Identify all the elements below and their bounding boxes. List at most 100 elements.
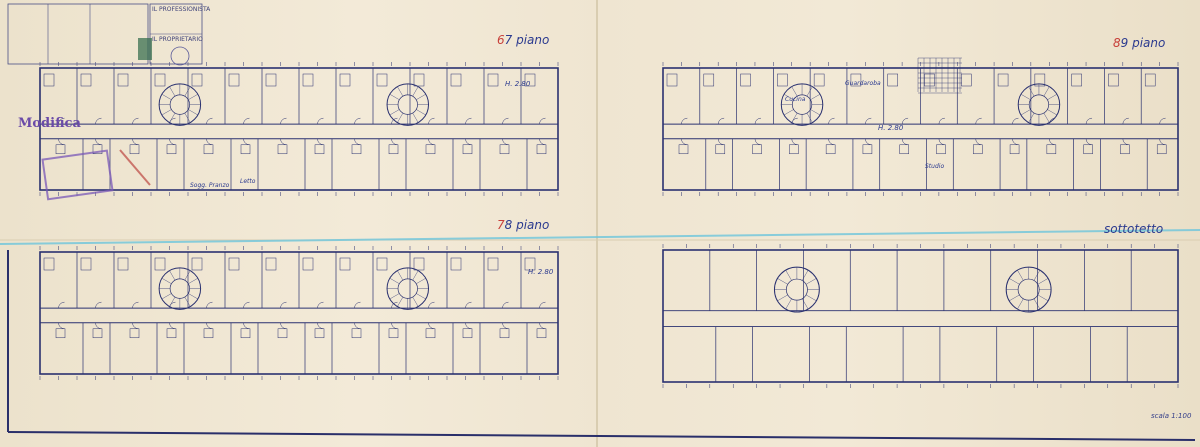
stair-tread [1033, 298, 1041, 310]
door-swing [901, 138, 909, 146]
bath-room [936, 144, 946, 155]
stair-tread [785, 298, 792, 310]
door-swing [58, 322, 65, 330]
stair-tread [810, 109, 821, 116]
plan-title-9-prefix: 8 [1113, 36, 1121, 50]
bath-room [425, 144, 436, 155]
door-swing [1049, 138, 1056, 146]
stair-tread [791, 86, 798, 97]
service-room [813, 73, 825, 87]
outer-wall [662, 249, 1179, 383]
door-swing [539, 301, 546, 309]
service-room [376, 257, 388, 271]
door-swing [58, 301, 65, 309]
door-swing [206, 138, 213, 146]
plan-title-8-piano: 78 piano [497, 218, 550, 232]
service-room [413, 73, 425, 87]
plan-sottotetto [662, 244, 1179, 388]
door-swing [828, 117, 835, 125]
door-swing [1122, 117, 1129, 125]
bath-room [351, 328, 362, 339]
door-swing [428, 117, 435, 125]
bath-room [129, 144, 140, 155]
service-room [1144, 73, 1156, 87]
bath-room [825, 144, 836, 155]
door-swing [132, 117, 139, 125]
service-room [961, 73, 972, 87]
service-room [450, 257, 462, 271]
bath-room [752, 144, 762, 155]
stair-tread [188, 94, 198, 100]
plan-title-9-piano: 89 piano [1113, 36, 1166, 50]
door-swing [681, 138, 688, 146]
door-swing [975, 138, 982, 146]
plan-title-sottotetto: sottotetto [1104, 222, 1164, 236]
bath-room [715, 144, 726, 155]
service-room [191, 257, 203, 271]
room-label-guardaroba: Guardaroba [845, 80, 881, 87]
door-swing [465, 117, 472, 125]
door-swing [317, 301, 324, 309]
stair-tread [1037, 278, 1049, 285]
service-room [265, 257, 277, 271]
bath-room [1120, 144, 1130, 155]
service-room [43, 257, 55, 271]
stair-tread [161, 278, 172, 284]
bath-room [862, 144, 873, 155]
service-room [487, 73, 499, 87]
service-room [1071, 73, 1082, 87]
door-swing [1012, 117, 1019, 125]
door-swing [791, 138, 798, 146]
door-swing [1159, 117, 1166, 125]
door-swing [354, 138, 361, 146]
stair-tread [184, 296, 191, 307]
door-swing [1085, 138, 1093, 146]
service-room [117, 257, 129, 271]
stair-tread [1020, 109, 1031, 116]
plan-title-8-prefix: 7 [497, 218, 505, 232]
bath-room [240, 144, 251, 155]
service-room [487, 257, 499, 271]
door-swing [539, 322, 546, 330]
service-room [924, 73, 935, 87]
stair-tread [416, 94, 426, 100]
stair-core-inner [1028, 94, 1050, 115]
door-swing [539, 117, 546, 125]
door-swing [717, 138, 725, 146]
bath-room [92, 328, 103, 339]
door-swing [681, 117, 688, 125]
stair-tread [802, 298, 809, 310]
bath-room [789, 144, 799, 155]
door-swing [280, 322, 287, 330]
door-swing [169, 117, 176, 125]
stair-tread [1017, 270, 1024, 281]
service-room [228, 73, 240, 87]
stair-tread [1009, 294, 1020, 301]
door-swing [243, 322, 250, 330]
service-room [80, 73, 92, 87]
stair-tread [397, 296, 404, 307]
door-swing [391, 322, 398, 330]
stair-tread [1037, 294, 1049, 301]
door-swing [169, 322, 176, 330]
bath-room [314, 328, 325, 339]
door-swing [95, 117, 102, 125]
service-room [1034, 73, 1046, 87]
bath-room [1083, 144, 1093, 155]
stair-tread [1033, 270, 1041, 281]
door-swing [206, 322, 213, 330]
door-swing [317, 117, 324, 125]
stair-core-inner [169, 278, 190, 299]
stair-tread [806, 112, 813, 123]
scale-label: scala 1:100 [1151, 412, 1192, 420]
stair-tread [161, 109, 172, 116]
door-swing [1049, 117, 1056, 125]
service-room [997, 73, 1009, 87]
professionista-label: IL PROFESSIONISTA [152, 6, 211, 13]
stair-tread [416, 109, 426, 116]
door-swing [502, 117, 509, 125]
stair-core-inner [169, 94, 190, 115]
stair-tread [785, 270, 792, 281]
door-swing [354, 322, 361, 330]
stair-tread [805, 294, 817, 301]
